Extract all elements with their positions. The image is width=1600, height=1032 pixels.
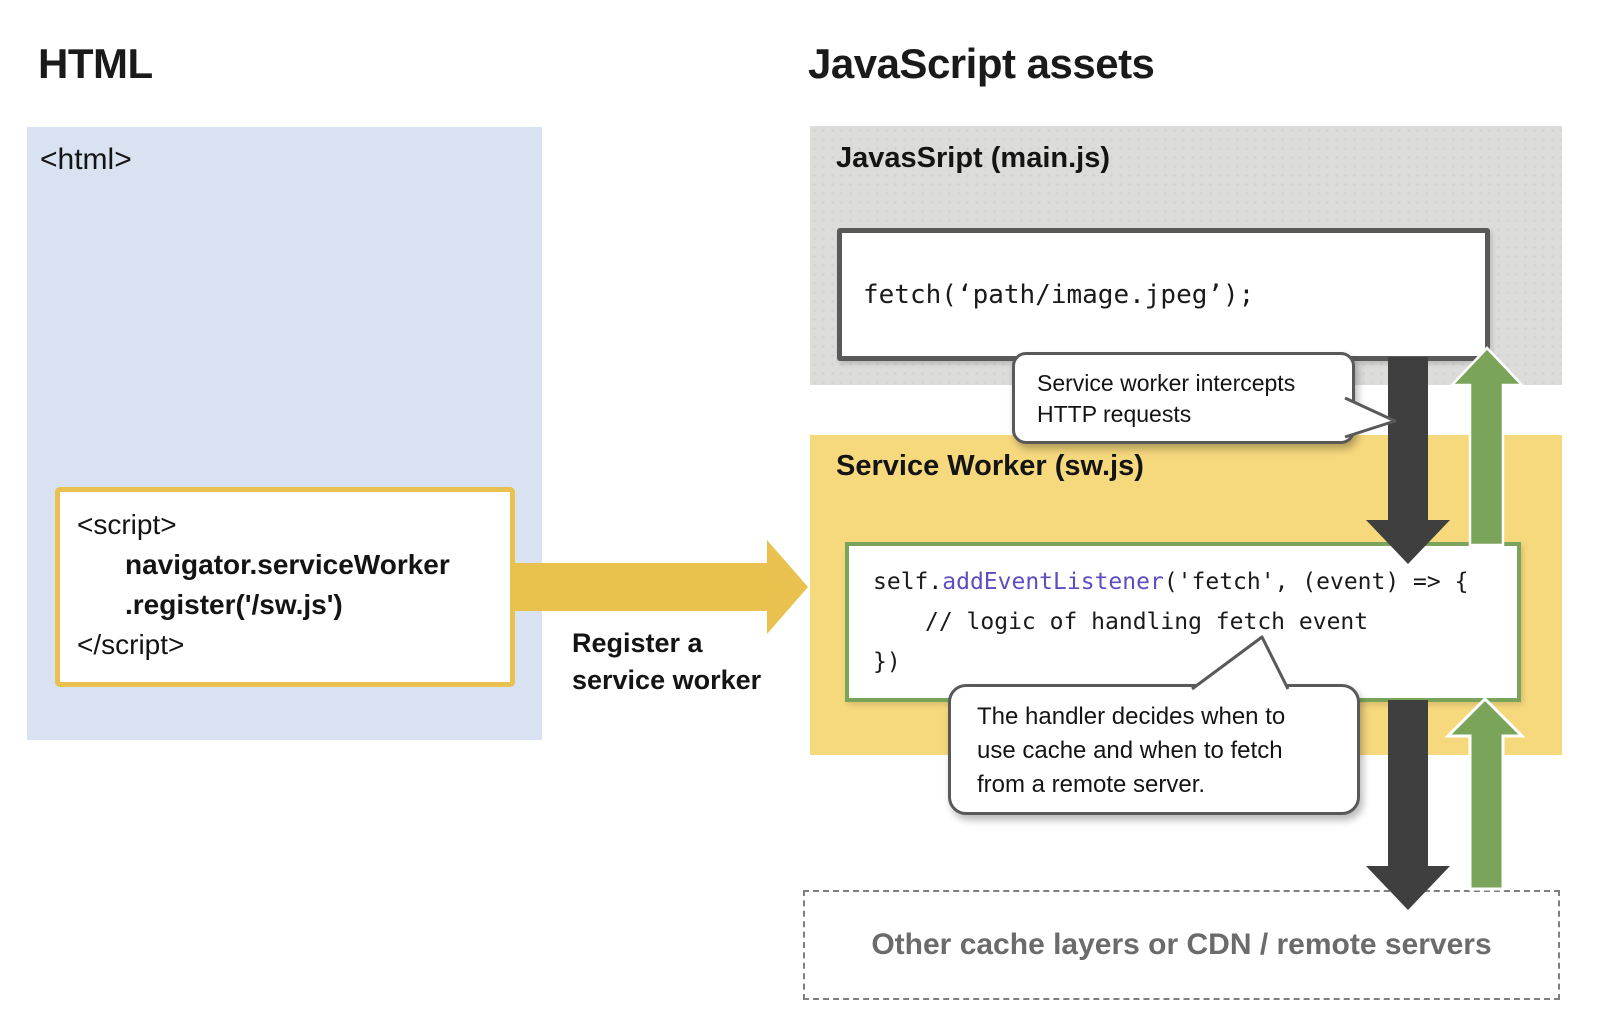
register-script-box: <script> navigator.serviceWorker .regist…: [55, 487, 515, 687]
sw-code-line1: self.addEventListener('fetch', (event) =…: [873, 562, 1517, 602]
script-open-tag: <script>: [77, 509, 177, 540]
sw-code-box: self.addEventListener('fetch', (event) =…: [845, 542, 1521, 702]
sw-code-line2: // logic of handling fetch event: [925, 609, 1369, 635]
register-arrow-label-line2: service worker: [572, 665, 762, 695]
script-code-register: .register('/sw.js'): [125, 589, 343, 620]
register-arrow: [515, 540, 808, 634]
register-arrow-label: Register a service worker: [572, 625, 761, 699]
sw-code-line3: }): [873, 649, 901, 675]
intercept-bubble: Service worker intercepts HTTP requests: [1012, 352, 1355, 444]
html-open-tag: <html>: [40, 143, 132, 176]
script-close-tag: </script>: [77, 629, 185, 660]
service-worker-label: Service Worker (sw.js): [836, 450, 1144, 482]
intercept-bubble-line2: HTTP requests: [1037, 401, 1192, 427]
fetch-code-box: fetch(‘path/image.jpeg’);: [837, 228, 1490, 361]
mainjs-label: JavasSript (main.js): [836, 142, 1110, 174]
other-cache-layers-label: Other cache layers or CDN / remote serve…: [871, 928, 1492, 961]
handler-bubble-line3: from a remote server.: [977, 771, 1206, 798]
script-code-navigator: navigator.serviceWorker: [125, 549, 450, 580]
handler-bubble: The handler decides when to use cache an…: [948, 684, 1360, 815]
js-assets-heading: JavaScript assets: [808, 40, 1155, 87]
other-cache-layers-box: Other cache layers or CDN / remote serve…: [803, 890, 1560, 1000]
sw-code-addeventlistener: addEventListener: [942, 569, 1164, 595]
html-section-heading: HTML: [38, 40, 153, 87]
handler-bubble-line2: use cache and when to fetch: [977, 737, 1283, 764]
sw-code-self: self.: [873, 569, 943, 595]
intercept-bubble-line1: Service worker intercepts: [1037, 370, 1296, 396]
register-arrow-label-line1: Register a: [572, 628, 703, 658]
handler-bubble-line1: The handler decides when to: [977, 703, 1286, 730]
sw-code-args: ('fetch', (event) => {: [1163, 569, 1469, 595]
fetch-code: fetch(‘path/image.jpeg’);: [863, 279, 1255, 310]
